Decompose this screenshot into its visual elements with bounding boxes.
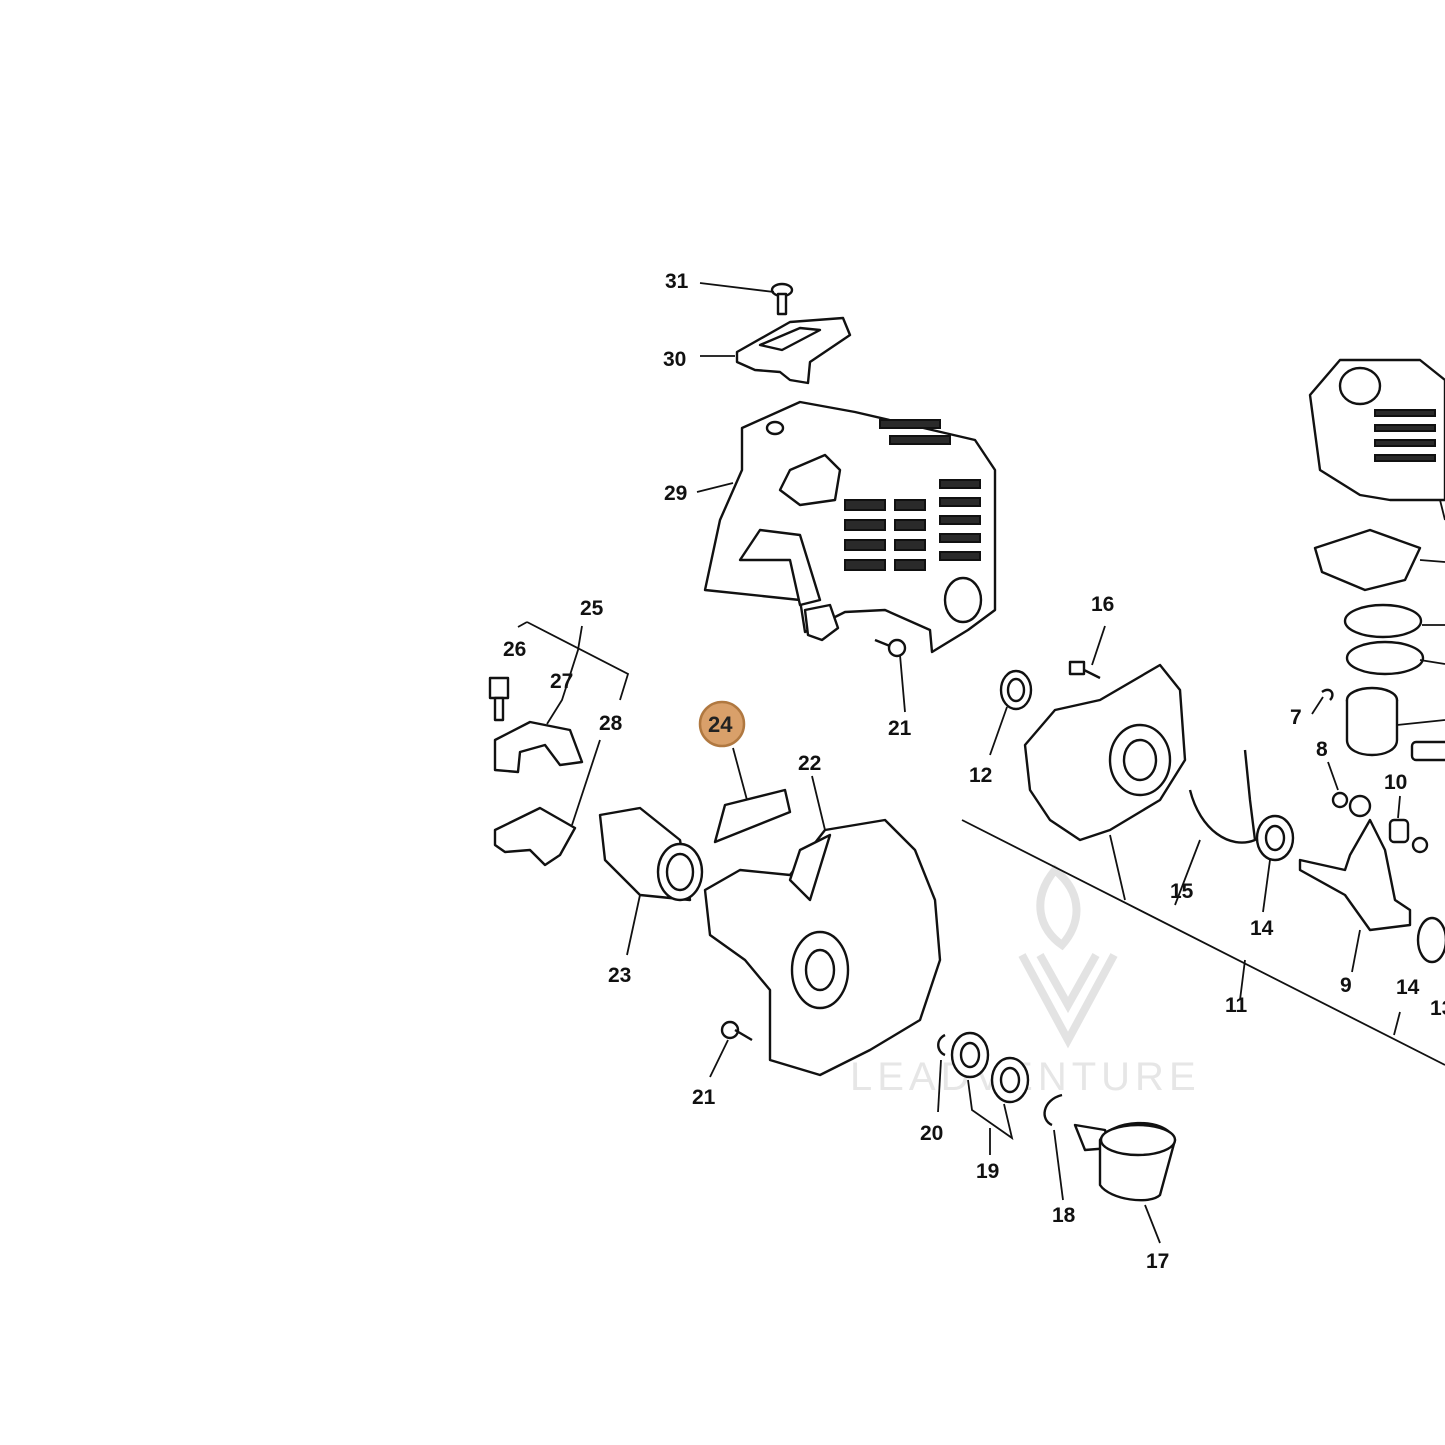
callout-26: 26 [503, 638, 526, 661]
callout-8: 8 [1316, 738, 1328, 761]
part-15-gasket [1188, 749, 1257, 844]
callout-10: 10 [1384, 771, 1407, 794]
part-11-crankcase [1023, 663, 1187, 842]
part-30-cap [735, 316, 852, 385]
callout-24: 24 [708, 712, 733, 737]
callout-18: 18 [1052, 1204, 1076, 1227]
callout-12: 12 [969, 764, 992, 787]
part-21-screw-lower [720, 1020, 753, 1042]
callout-13: 13 [1430, 997, 1445, 1020]
part-16-screw [1068, 660, 1101, 680]
callout-30: 30 [663, 348, 686, 371]
part-piston [1345, 686, 1445, 762]
part-14-bearing-second [1416, 916, 1445, 964]
part-17-clutch-drum [1073, 1121, 1177, 1202]
part-28-clamp-bottom [493, 806, 577, 867]
callout-28: 28 [599, 712, 623, 735]
callout-21-upper: 21 [888, 717, 912, 740]
part-20-circlip [937, 1033, 946, 1057]
part-22-fan-housing [703, 818, 942, 1077]
part-18-ring [1043, 1093, 1063, 1127]
callout-14: 14 [1250, 917, 1274, 940]
callout-25: 25 [580, 597, 604, 620]
flame-logo-icon [1018, 864, 1118, 1049]
part-7-circlip [1321, 688, 1334, 701]
part-23-sleeve [598, 806, 704, 902]
callout-17: 17 [1146, 1250, 1169, 1273]
part-26-bolt [488, 676, 510, 722]
part-piston-rings [1343, 603, 1425, 676]
part-29-engine-cover [703, 400, 997, 654]
leader-lines [517, 282, 1445, 1244]
part-cylinder [1308, 358, 1445, 502]
part-24-decal [713, 788, 792, 844]
part-8-washer [1331, 791, 1429, 854]
part-9-crankshaft [1298, 794, 1412, 932]
callout-11: 11 [1225, 994, 1248, 1017]
part-12-oil-seal [999, 669, 1033, 711]
callout-23: 23 [608, 964, 631, 987]
part-14-bearing [1255, 814, 1295, 862]
callout-14-second: 14 [1396, 976, 1420, 999]
callout-29: 29 [664, 482, 687, 505]
callout-labels: 31 30 29 25 26 27 28 24 22 21 23 21 16 1… [503, 270, 1445, 1273]
callout-27: 27 [550, 670, 573, 693]
callout-9: 9 [1340, 974, 1352, 997]
callout-31: 31 [665, 270, 689, 293]
part-cylinder-gasket [1313, 528, 1422, 592]
part-21-screw-upper [874, 638, 907, 658]
highlight-marker [698, 700, 746, 748]
part-10-needle-bearing [1388, 818, 1410, 844]
callout-21-lower: 21 [692, 1086, 716, 1109]
callout-22: 22 [798, 752, 821, 775]
callout-7: 7 [1290, 706, 1302, 729]
callout-16: 16 [1091, 593, 1114, 616]
part-19-bearings [950, 1031, 1030, 1104]
part-31-screw [770, 282, 794, 316]
callout-15: 15 [1170, 880, 1194, 903]
callout-19: 19 [976, 1160, 999, 1183]
part-27-clamp-top [493, 720, 584, 774]
callout-20: 20 [920, 1122, 943, 1145]
